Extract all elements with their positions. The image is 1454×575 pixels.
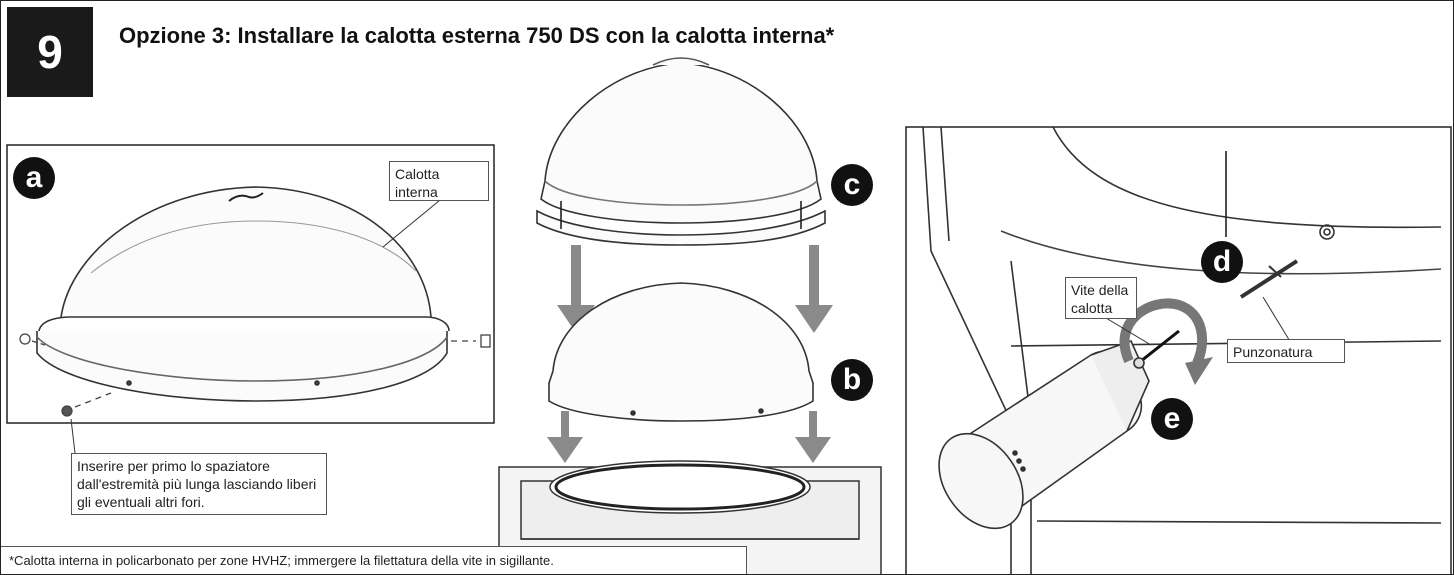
page-title: Opzione 3: Installare la calotta esterna…	[119, 23, 835, 48]
panel-a-frame	[6, 144, 495, 424]
down-arrows	[547, 245, 833, 463]
step-number-badge: 9	[7, 7, 93, 97]
marker-e: e	[1151, 398, 1193, 440]
callout-punzonatura: Punzonatura	[1227, 339, 1345, 363]
callout-calotta-interna: Calotta interna	[389, 161, 489, 201]
detail-panel-frame	[905, 126, 1452, 574]
spacers	[19, 333, 491, 417]
drill-drawing	[938, 329, 1180, 530]
rotation-arrow	[1119, 298, 1208, 366]
callout-spaziatore-note: Inserire per primo lo spaziatore dall'es…	[71, 453, 327, 515]
marker-b: b	[831, 359, 873, 401]
marker-c: c	[831, 164, 873, 206]
callout-vite-della-calotta: Vite della calotta	[1065, 277, 1137, 319]
inner-dome-b-drawing	[548, 282, 814, 422]
marker-d: d	[1201, 241, 1243, 283]
outer-dome-drawing	[536, 57, 826, 246]
footnote: *Calotta interna in policarbonato per zo…	[1, 546, 747, 574]
inner-dome-drawing	[36, 186, 450, 402]
marker-a: a	[13, 157, 55, 199]
